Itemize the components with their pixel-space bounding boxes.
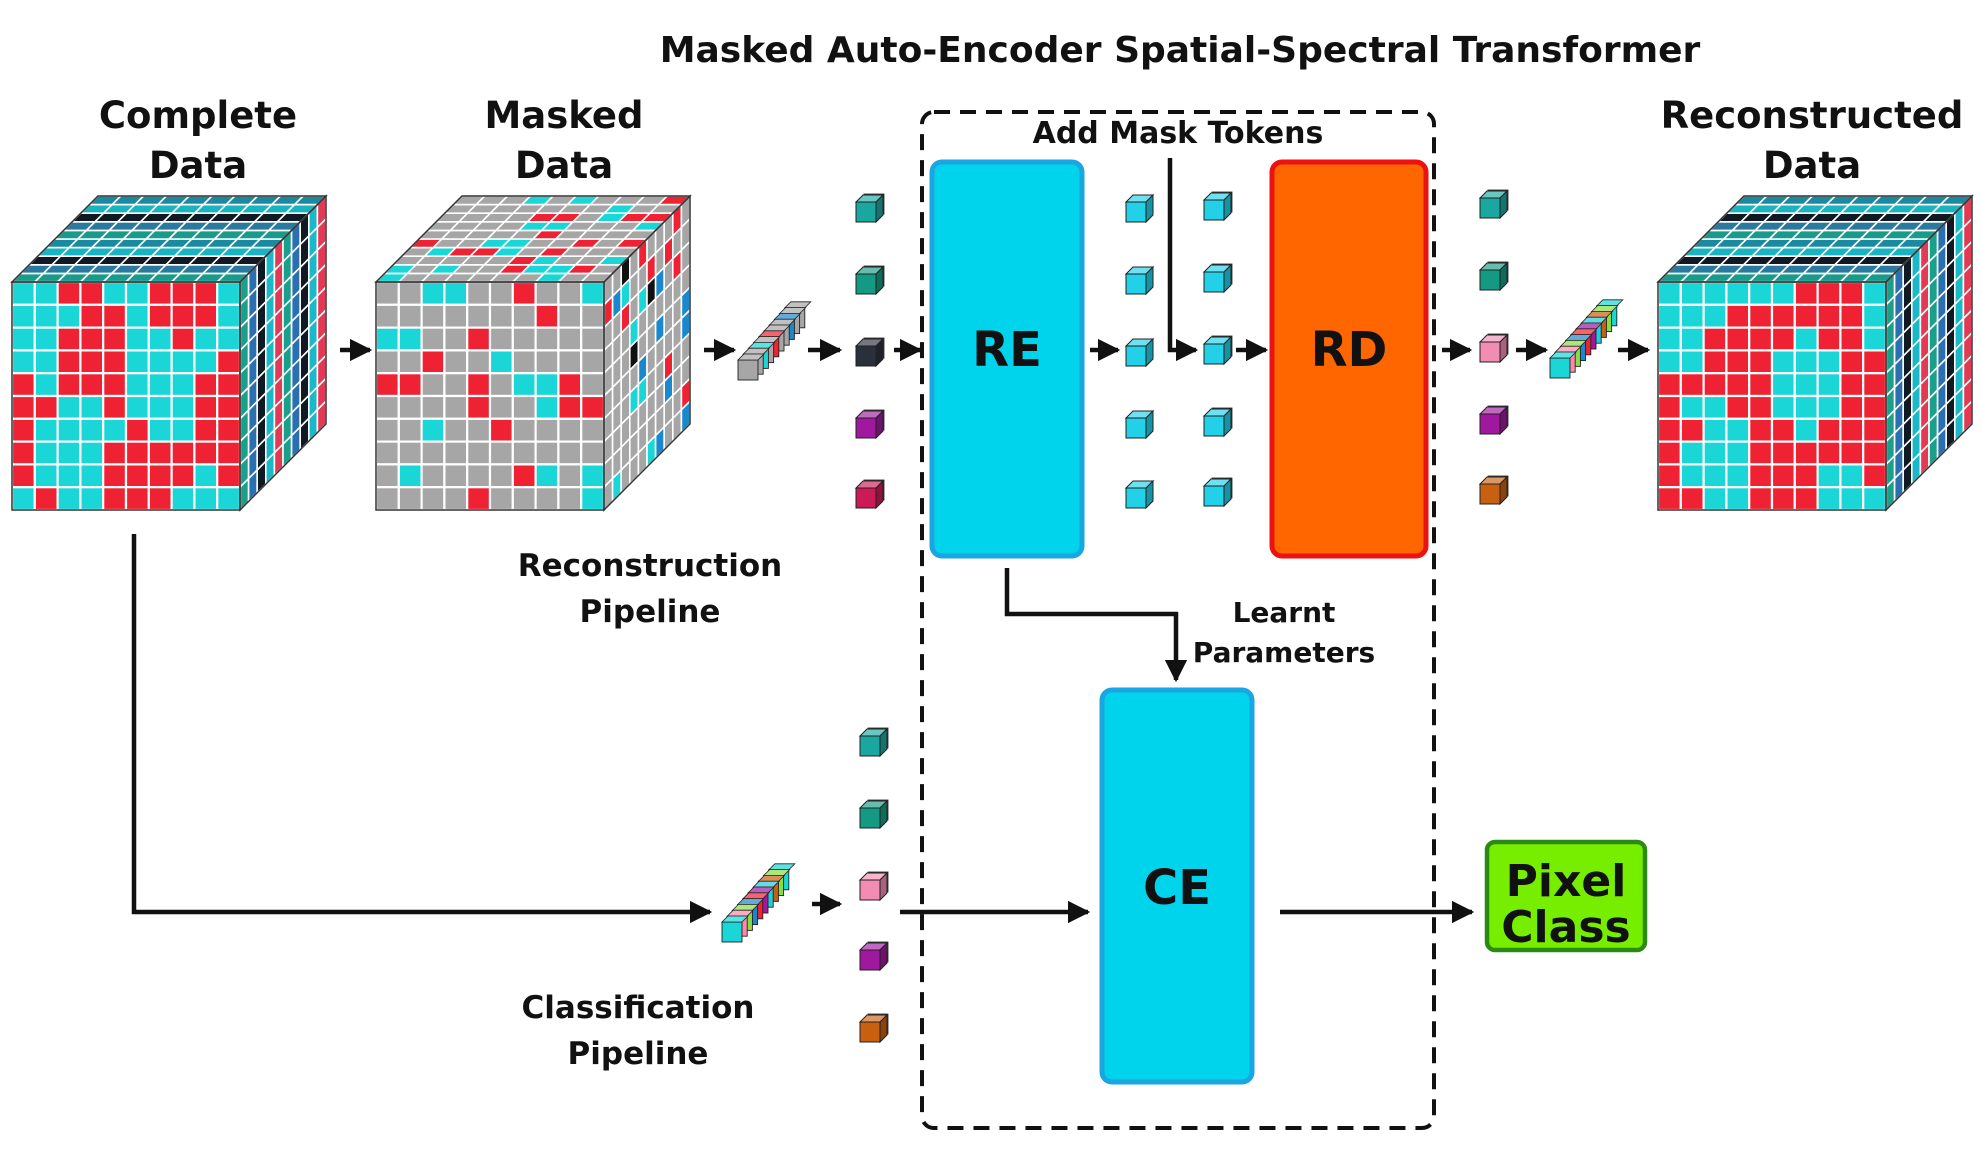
classification-encoder-block: CE xyxy=(1099,687,1255,1085)
encoder-output-token xyxy=(1124,409,1155,440)
svg-text:Reconstruction: Reconstruction xyxy=(518,548,782,584)
reconstruction-pipeline-label: Reconstruction Pipeline xyxy=(518,548,782,630)
encoder-input-token xyxy=(854,337,885,368)
token-columns xyxy=(854,189,1509,1044)
masked-sequence-token xyxy=(1202,263,1233,294)
decoder-output-token xyxy=(1478,475,1509,506)
reconstruction-decoder-block: RD xyxy=(1269,159,1429,559)
svg-text:Complete: Complete xyxy=(99,94,297,137)
classification-patch-stack xyxy=(721,863,796,943)
decoder-output-token xyxy=(1478,405,1509,436)
arrow-complete-to-classification xyxy=(131,534,713,924)
reconstruction-encoder-block: RE xyxy=(929,159,1085,559)
patch-stacks xyxy=(721,299,1624,943)
encoder-output-token xyxy=(1124,193,1155,224)
classification-input-token xyxy=(858,799,889,830)
transformer-boundary xyxy=(920,110,1436,1130)
encoder-input-token xyxy=(854,193,885,224)
classification-input-token xyxy=(858,941,889,972)
classification-input-token xyxy=(858,871,889,902)
svg-text:Data: Data xyxy=(515,144,613,187)
svg-text:Reconstructed: Reconstructed xyxy=(1661,94,1964,137)
pixel-class-block: Pixel Class xyxy=(1484,839,1648,953)
masked-data-label: Masked Data xyxy=(484,94,643,187)
decoder-output-token xyxy=(1478,261,1509,292)
complete-data-cube xyxy=(10,194,328,512)
svg-text:Learnt: Learnt xyxy=(1233,596,1336,629)
classification-input-token xyxy=(858,1013,889,1044)
mask-token-arrow xyxy=(1167,158,1199,362)
arrow-learnt-parameters xyxy=(1004,568,1188,683)
encoder-output-token xyxy=(1124,479,1155,510)
reconstructed-data-label: Reconstructed Data xyxy=(1661,94,1964,187)
masked-sequence-token xyxy=(1202,407,1233,438)
classification-pipeline-label: Classification Pipeline xyxy=(522,990,755,1072)
encoder-input-token xyxy=(854,409,885,440)
reconstructed-data-cube xyxy=(1656,194,1974,512)
masked-data-cube xyxy=(374,194,692,512)
svg-text:Pixel: Pixel xyxy=(1506,856,1627,907)
flow-arrows xyxy=(131,338,1651,924)
encoder-input-token xyxy=(854,265,885,296)
svg-text:Pipeline: Pipeline xyxy=(568,1036,709,1072)
decoder-output-token xyxy=(1478,189,1509,220)
encoder-input-token xyxy=(854,479,885,510)
complete-data-label: Complete Data xyxy=(99,94,297,187)
svg-text:Parameters: Parameters xyxy=(1193,636,1375,669)
decoder-output-token xyxy=(1478,333,1509,364)
reconstructed-patch-stack xyxy=(1549,299,1624,379)
masked-sequence-token xyxy=(1202,191,1233,222)
svg-text:RE: RE xyxy=(972,322,1042,378)
svg-text:Data: Data xyxy=(149,144,247,187)
svg-text:CE: CE xyxy=(1143,860,1211,916)
diagram-title: Masked Auto-Encoder Spatial-Spectral Tra… xyxy=(660,30,1701,71)
svg-text:Classification: Classification xyxy=(522,990,755,1026)
masked-sequence-token xyxy=(1202,477,1233,508)
masked-sequence-token xyxy=(1202,335,1233,366)
svg-text:RD: RD xyxy=(1311,322,1388,378)
svg-text:Pipeline: Pipeline xyxy=(580,594,721,630)
learnt-parameters-label: Learnt Parameters xyxy=(1193,596,1375,669)
masked-patch-stack xyxy=(737,301,812,381)
add-mask-tokens-label: Add Mask Tokens xyxy=(1033,116,1324,151)
svg-text:Class: Class xyxy=(1501,902,1630,953)
svg-text:Masked: Masked xyxy=(484,94,643,137)
classification-input-token xyxy=(858,727,889,758)
svg-text:Data: Data xyxy=(1763,144,1861,187)
encoder-output-token xyxy=(1124,337,1155,368)
encoder-output-token xyxy=(1124,265,1155,296)
